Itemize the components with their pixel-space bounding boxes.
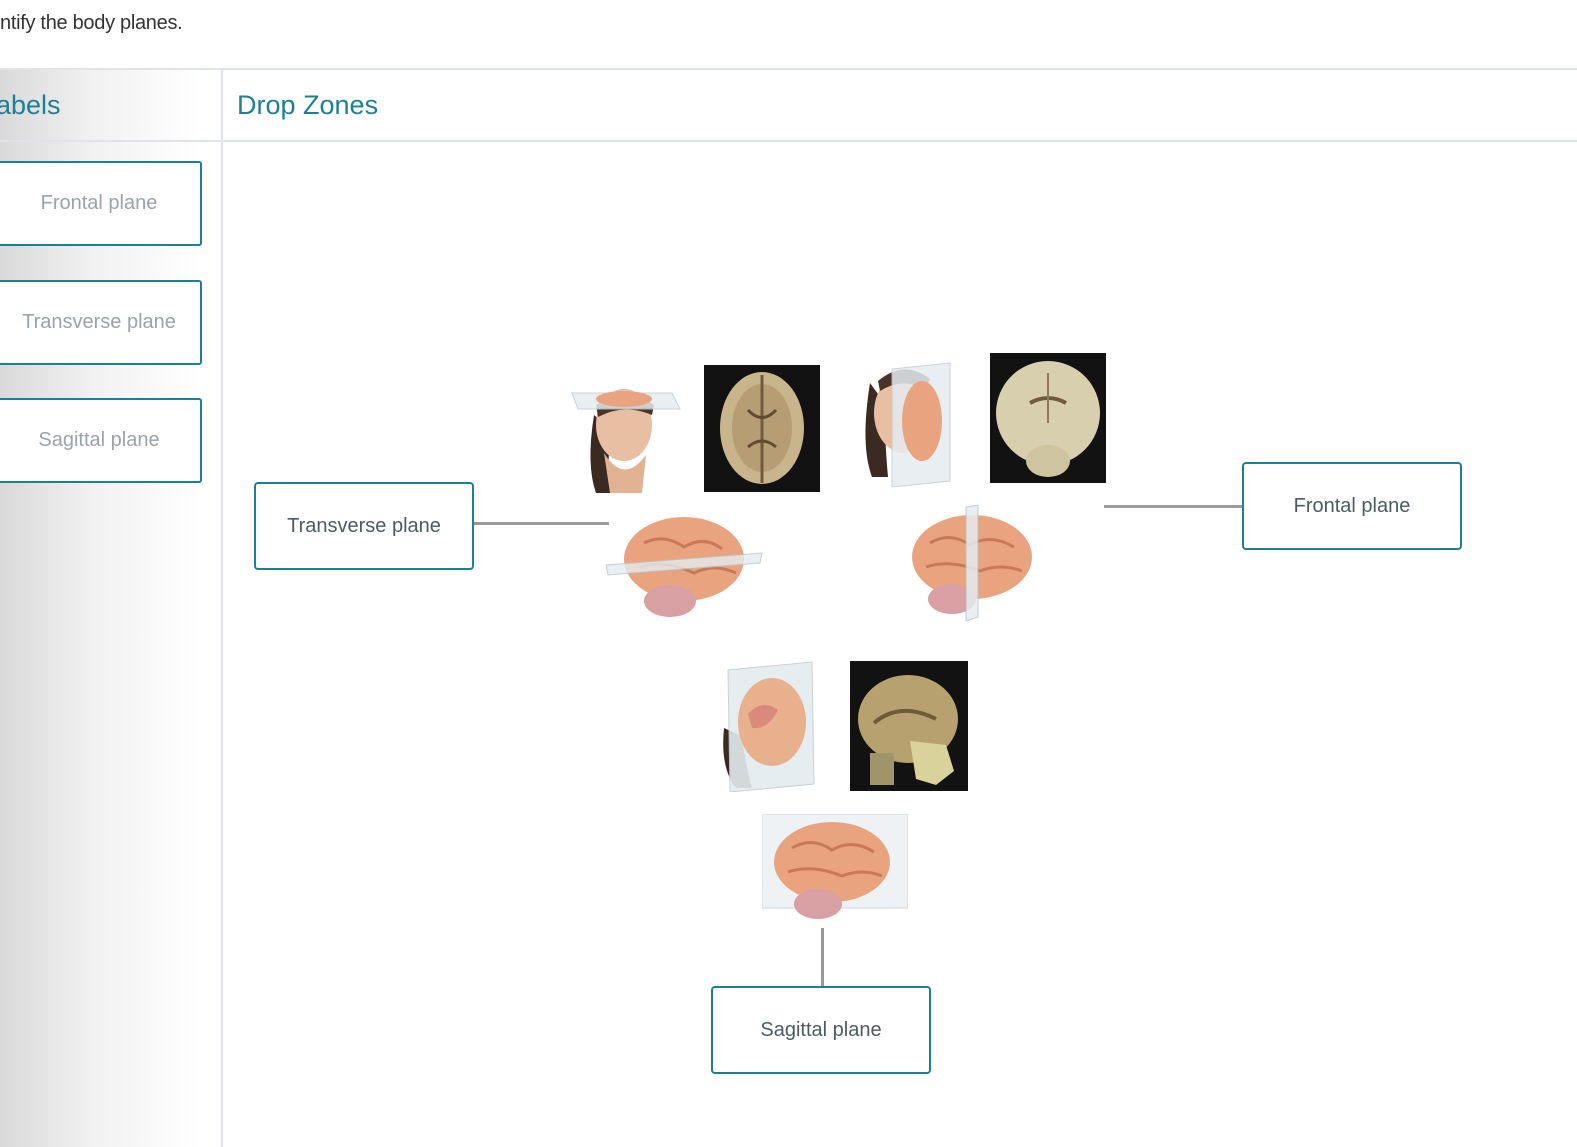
woman-frontal-plane-illustration — [865, 362, 951, 487]
brain-sagittal-plane-illustration — [762, 814, 908, 919]
woman-sagittal-plane-illustration — [723, 661, 815, 792]
brain-frontal-plane-illustration — [912, 505, 1032, 621]
transverse-brain-slice-photo — [704, 365, 820, 492]
label-bank-frontal-plane[interactable]: Frontal plane — [0, 161, 202, 246]
sagittal-leader-line — [821, 928, 824, 986]
sagittal-head-section-photo — [850, 661, 968, 791]
drop-zone-sagittal-plane[interactable]: Sagittal plane — [711, 986, 931, 1074]
frontal-leader-line — [1104, 505, 1242, 508]
drop-zone-transverse-plane[interactable]: Transverse plane — [254, 482, 474, 570]
drop-zone-frontal-plane[interactable]: Frontal plane — [1242, 462, 1462, 550]
label-bank-transverse-plane[interactable]: Transverse plane — [0, 280, 202, 365]
drop-zones-header: Drop Zones — [223, 70, 1577, 142]
frontal-brain-slice-photo — [990, 353, 1106, 483]
woman-transverse-plane-illustration — [571, 389, 681, 493]
brain-transverse-plane-illustration — [605, 517, 763, 617]
label-bank-sagittal-plane[interactable]: Sagittal plane — [0, 398, 202, 483]
drag-drop-panel: abels Frontal plane Transverse plane Sag… — [0, 68, 1577, 1147]
transverse-leader-line — [473, 522, 609, 525]
labels-header: abels — [0, 70, 221, 142]
instruction-text: ntify the body planes. — [0, 12, 183, 34]
labels-column: abels Frontal plane Transverse plane Sag… — [0, 70, 223, 1147]
